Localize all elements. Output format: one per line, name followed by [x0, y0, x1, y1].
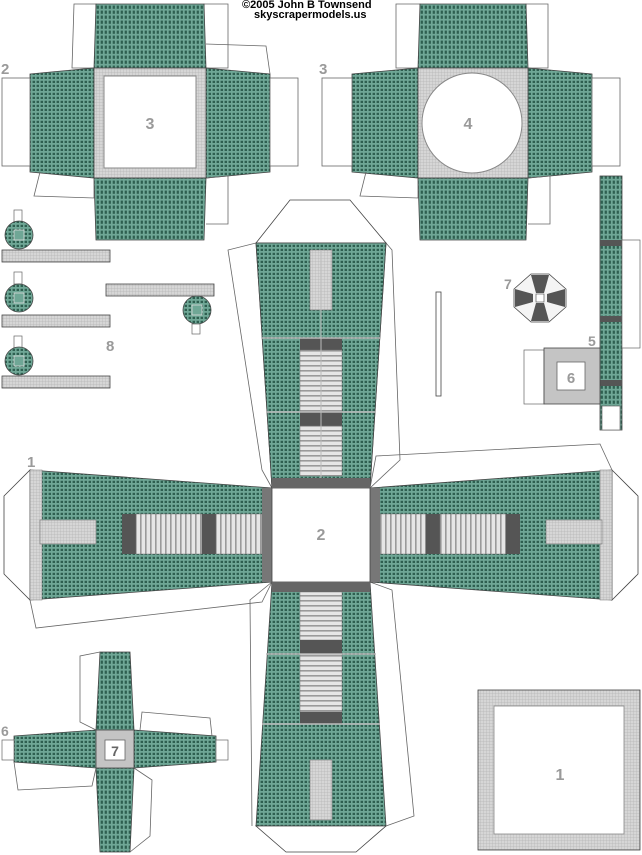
piece-6	[523, 347, 601, 405]
piece-small-cross	[1, 651, 229, 853]
label-piece-7-top: 7	[504, 276, 512, 292]
piece-top-right	[321, 3, 621, 241]
piece-7-octagon	[513, 273, 567, 323]
thin-strip	[435, 291, 442, 397]
piece-base-square	[477, 689, 641, 851]
label-small-cross-side: 6	[1, 723, 9, 739]
label-base-square: 1	[556, 767, 565, 784]
website-text: skyscrapermodels.us	[254, 9, 367, 21]
label-cross-center: 2	[317, 527, 326, 544]
piece-8-discs	[1, 209, 215, 389]
label-cross-arm: 1	[27, 454, 35, 471]
label-top-left-side: 2	[1, 61, 9, 78]
piece-top-left	[1, 3, 299, 241]
label-top-right-side: 3	[319, 61, 327, 78]
label-top-left-center: 3	[146, 116, 155, 133]
label-piece-6-center: 6	[567, 370, 575, 387]
label-piece-8: 8	[106, 338, 114, 355]
piece-5-strip	[599, 175, 641, 431]
copyright-text: ©2005 John B Townsend	[242, 0, 372, 11]
piece-large-cross	[3, 199, 639, 853]
label-small-cross-center: 7	[111, 743, 119, 759]
label-top-right-center: 4	[464, 116, 473, 133]
label-piece-5: 5	[588, 333, 596, 349]
